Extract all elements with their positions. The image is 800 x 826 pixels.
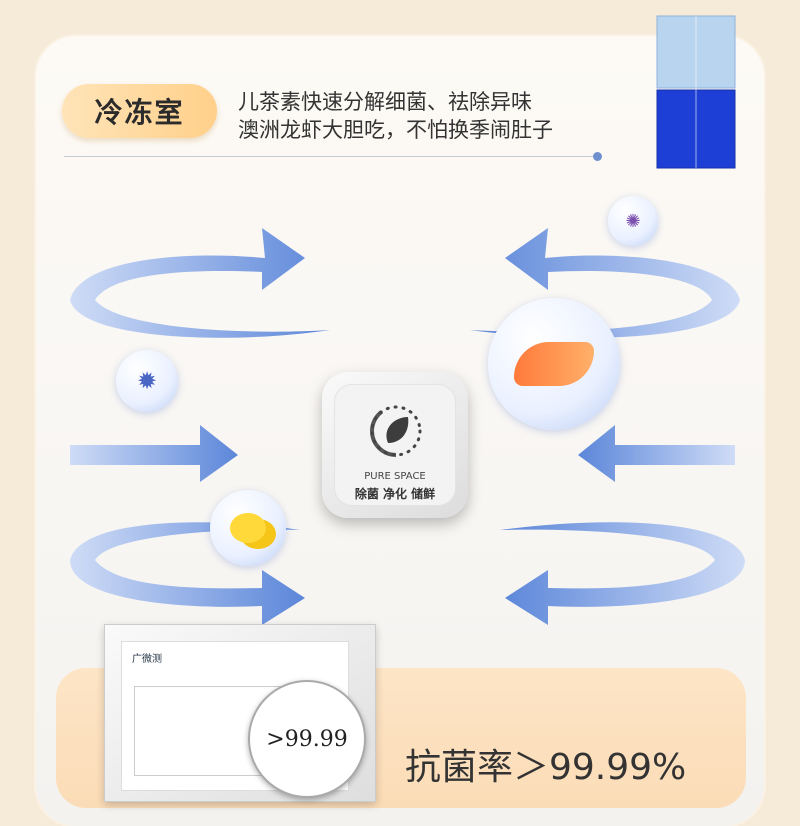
airflow-arrows xyxy=(70,228,745,625)
bacteria-bubble: ✺ xyxy=(608,196,658,246)
virus-icon: ✹ xyxy=(136,367,158,395)
pure-space-device: PURE SPACE 除菌 净化 储鲜 xyxy=(322,372,468,518)
salmon-icon xyxy=(514,342,594,386)
divider xyxy=(64,156,598,157)
arrow-left-mid xyxy=(70,425,238,482)
brand-label: PURE SPACE xyxy=(364,471,426,482)
lemon-bubble xyxy=(210,490,286,566)
feature-line-1: 儿茶素快速分解细菌、祛除异味 xyxy=(238,90,532,114)
lemon-icon xyxy=(230,513,266,543)
lab-logo: 广微测 xyxy=(132,654,162,665)
magnifier: >99.99 xyxy=(248,680,366,798)
bacteria-icon: ✺ xyxy=(625,210,641,232)
divider-dot xyxy=(593,152,602,161)
antibacterial-rate: 抗菌率＞99.99% xyxy=(405,747,687,788)
fridge-icon xyxy=(656,15,736,169)
arrow-left-top xyxy=(70,228,330,338)
arrow-right-bottom xyxy=(500,522,745,625)
leaf-icon xyxy=(370,405,422,457)
arrow-right-top xyxy=(470,228,740,338)
arrow-left-bottom xyxy=(70,522,305,625)
arrow-right-mid xyxy=(578,425,735,482)
salmon-bubble xyxy=(488,298,620,430)
virus-bubble: ✹ xyxy=(116,350,178,412)
compartment-title: 冷冻室 xyxy=(62,84,217,138)
slogan-label: 除菌 净化 储鲜 xyxy=(354,487,436,501)
feature-line-2: 澳洲龙虾大胆吃，不怕换季闹肚子 xyxy=(238,118,553,142)
